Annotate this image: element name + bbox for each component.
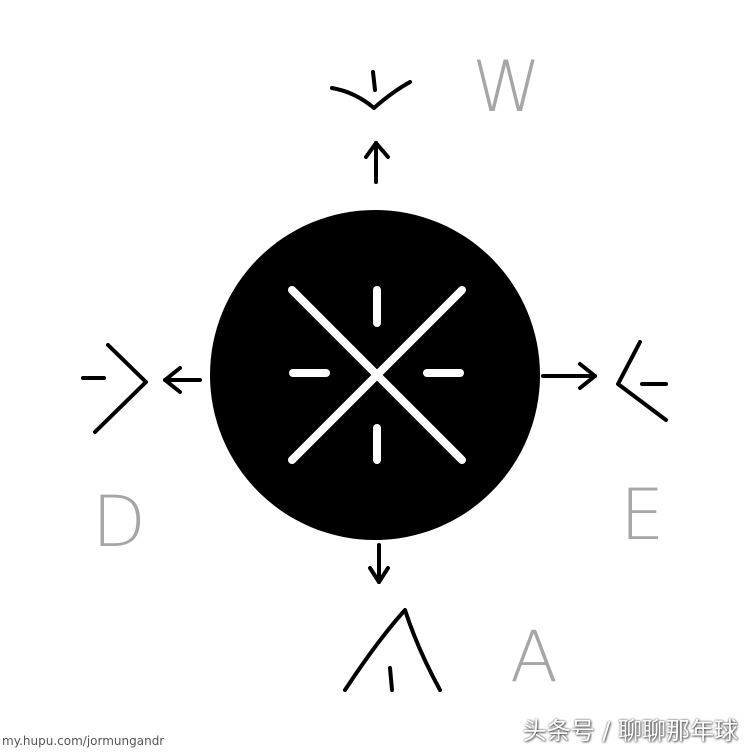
up-arrow-icon bbox=[364, 141, 390, 184]
left-arrow-icon bbox=[163, 366, 202, 394]
letter-w: W bbox=[472, 46, 542, 128]
x-stroke-2 bbox=[288, 286, 466, 464]
left-glyph bbox=[81, 343, 148, 434]
letter-d: D bbox=[92, 481, 146, 563]
right-arrow-icon bbox=[541, 362, 597, 390]
source-watermark: 头条号 / 聊聊那年球 bbox=[522, 717, 738, 745]
letter-e: E bbox=[620, 474, 665, 556]
center-symbol bbox=[288, 286, 466, 464]
letter-a: A bbox=[510, 616, 558, 698]
right-glyph bbox=[616, 340, 668, 422]
top-glyph bbox=[330, 70, 412, 110]
url-watermark: my.hupu.com/jormungandr bbox=[2, 734, 165, 748]
bottom-glyph bbox=[343, 608, 442, 692]
down-arrow-icon bbox=[368, 543, 390, 584]
